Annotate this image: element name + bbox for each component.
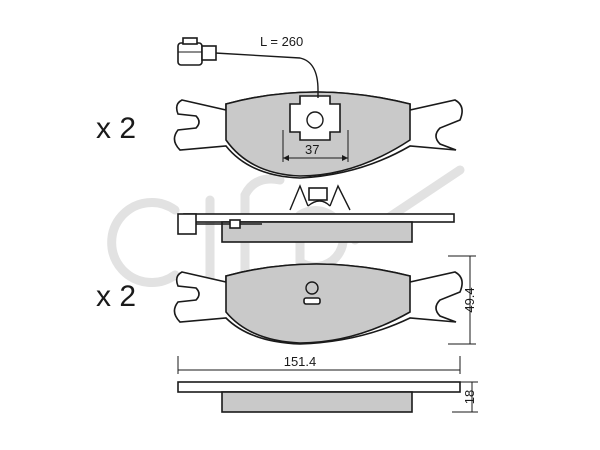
height-label: 49.4 — [462, 287, 477, 312]
top-sensor-bracket — [289, 95, 341, 141]
side-view-pad — [177, 184, 455, 243]
bottom-quantity-label: x 2 — [96, 280, 136, 313]
bottom-side-backing-plate — [177, 381, 461, 393]
anti-rattle-spring — [289, 184, 351, 211]
spring-tab — [308, 187, 328, 201]
bottom-slot — [303, 297, 321, 305]
length-label: 151.4 — [284, 354, 317, 369]
side-sensor-clip — [229, 219, 241, 229]
bottom-side-friction-material — [221, 391, 413, 413]
sensor-width-label: 37 — [305, 142, 319, 157]
side-backing-plate — [183, 213, 455, 223]
top-sensor-hole — [306, 111, 324, 129]
bottom-center-hole — [305, 281, 319, 295]
wire-length-label: L = 260 — [260, 34, 303, 49]
top-brake-pad — [173, 37, 463, 179]
thickness-label: 18 — [462, 390, 477, 404]
top-sensor-wire — [214, 52, 319, 98]
bottom-side-view — [177, 381, 461, 413]
side-sensor-body — [177, 213, 197, 235]
top-quantity-label: x 2 — [96, 112, 136, 145]
side-friction-material — [221, 221, 413, 243]
bottom-brake-pad — [173, 263, 463, 345]
top-wire-connector — [177, 37, 217, 66]
